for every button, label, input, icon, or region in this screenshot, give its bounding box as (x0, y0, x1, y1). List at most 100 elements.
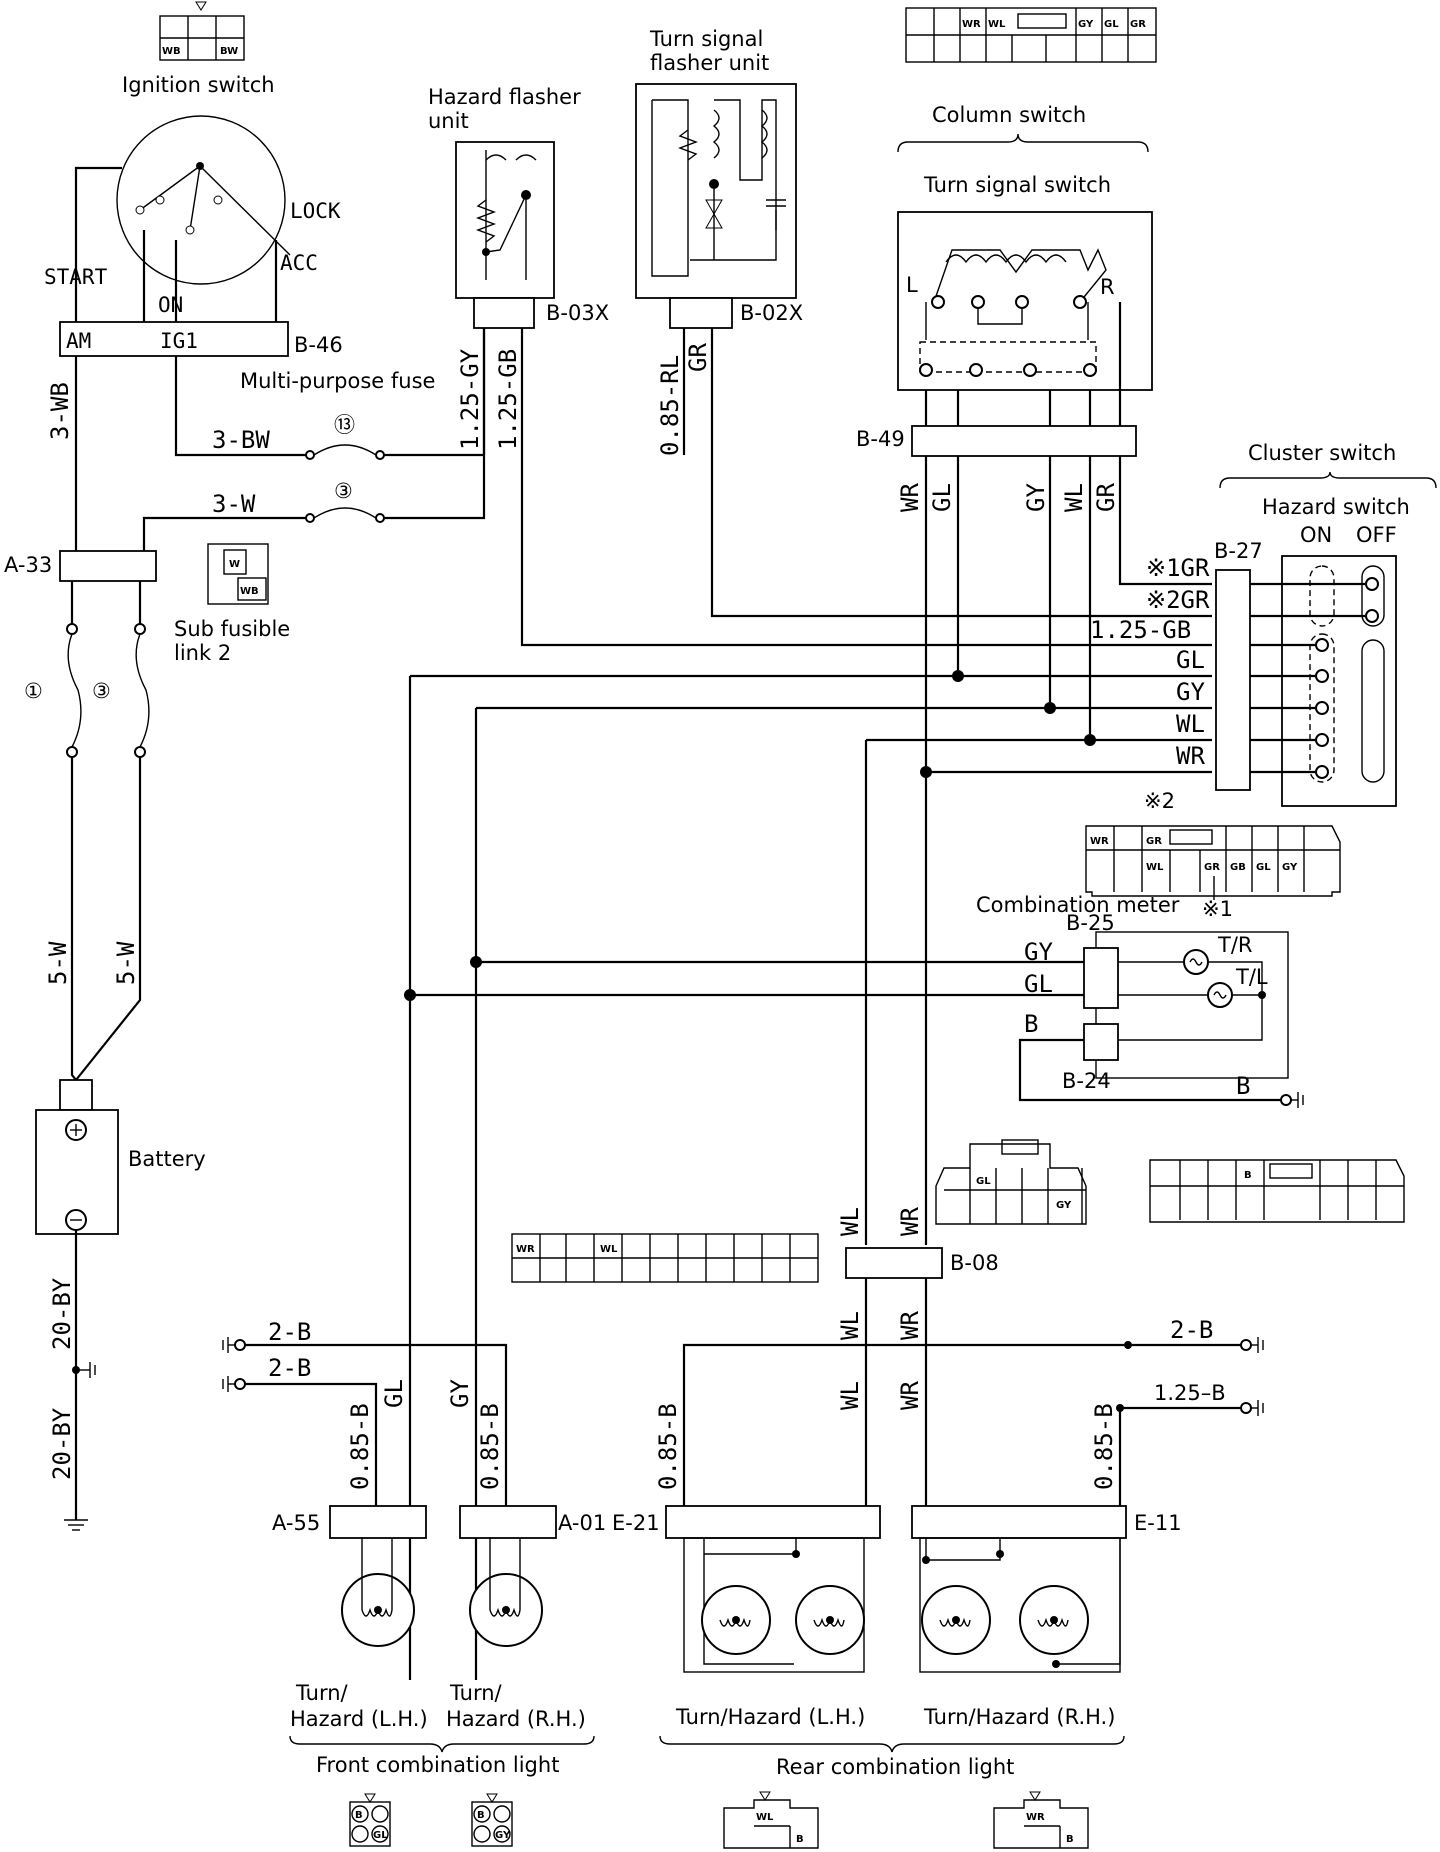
connector-b24 (1083, 1023, 1119, 1061)
ground-icon (222, 1376, 246, 1392)
ignition-connector-b46 (59, 321, 289, 357)
a33-label: A-33 (4, 553, 52, 577)
wire-3bw-label: 3-BW (212, 426, 270, 454)
column-pin-wr: WR (962, 19, 981, 30)
wire-gy-a01-label: GY (446, 1379, 474, 1408)
meter-pin-wl: WL (1146, 862, 1164, 873)
tl-indicator-lamp-icon (1207, 982, 1233, 1008)
wire-gr1-label: ※1GR (1146, 554, 1210, 582)
column-pin-gy: GY (1078, 19, 1094, 30)
wire-b-b24-label: B (1024, 1010, 1038, 1038)
wire-085b-b-label: 0.85-B (476, 1403, 504, 1490)
b08-connector-icon: WR WL (511, 1233, 819, 1283)
ignition-switch-connector-icon: WB BW (159, 1, 245, 61)
front-lh-label-1: Turn/ (295, 1681, 349, 1705)
column-pin-gl: GL (1104, 19, 1119, 30)
b08-pin-wl: WL (600, 1244, 618, 1255)
wire-5w-b-label: 5-W (112, 941, 140, 985)
rear-combination-label: Rear combination light (776, 1755, 1014, 1779)
light-labels: Turn/ Hazard (L.H.) Turn/ Hazard (R.H.) … (289, 1681, 1125, 1779)
wire-gl-h-label: GL (1176, 646, 1205, 674)
turn-flasher-label-1: Turn signal (649, 27, 763, 51)
connector-b02x (669, 297, 733, 329)
b27-label: B-27 (1214, 539, 1263, 563)
rear-rh-pin-b: B (1066, 1834, 1074, 1845)
lock-label: LOCK (290, 199, 341, 223)
fusible-pin-wb: WB (240, 586, 259, 597)
b02x-label: B-02X (740, 301, 803, 325)
wire-gl-a55-label: GL (380, 1379, 408, 1408)
fusible-3-label: ③ (92, 679, 111, 703)
battery-label: Battery (128, 1147, 206, 1171)
ground-icon (1240, 1337, 1264, 1353)
b24-pin-b: B (1244, 1170, 1252, 1181)
meter-pin-wr: WR (1090, 836, 1109, 847)
wire-b-gnd-label: B (1236, 1072, 1250, 1100)
multi-purpose-fuse-label: Multi-purpose fuse (240, 369, 435, 393)
wire-3wb-label: 3-WB (46, 382, 74, 440)
sub-fusible-connector-icon: W WB (207, 543, 269, 605)
hazard-flasher-label-2: unit (428, 109, 469, 133)
connector-e21 (665, 1505, 881, 1539)
tr-indicator-lamp-icon (1183, 949, 1209, 975)
b49-label: B-49 (856, 427, 905, 451)
wire-wl-b08-label: WL (836, 1207, 864, 1236)
column-switch: WR WL GY GL GR Column switch Turn signal… (856, 7, 1157, 512)
wire-gy-h-label: GY (1176, 678, 1205, 706)
rear-rh-label: Turn/Hazard (R.H.) (923, 1705, 1115, 1729)
wire-wl-lo-label: WL (836, 1311, 864, 1340)
front-lh-pin-b: B (355, 1810, 363, 1821)
wire-wr-b08-label: WR (896, 1207, 924, 1236)
front-wiring: 2-B 2-B 0.85-B GL GY 0.85-B (222, 1318, 508, 1506)
b03x-label: B-03X (546, 301, 609, 325)
ground-icon (222, 1337, 246, 1353)
fuse-13-icon (305, 444, 385, 460)
ig1-label: IG1 (160, 329, 198, 353)
ground-icon (64, 1519, 88, 1531)
wire-3w-label: 3-W (212, 490, 256, 518)
front-rh-label-2: Hazard (R.H.) (446, 1707, 586, 1731)
hazard-flasher-label-1: Hazard flasher (428, 85, 581, 109)
wire-gy-b49-label: GY (1022, 483, 1050, 512)
cluster-switch: Cluster switch Hazard switch ON OFF B-27… (1090, 441, 1437, 807)
front-lh-bulb-icon (341, 1538, 415, 1647)
connector-a55 (329, 1505, 427, 1539)
wire-gr-b49-label: GR (1092, 483, 1120, 512)
connector-b27 (1215, 569, 1251, 791)
fuse-3-label: ③ (334, 479, 353, 503)
wire-wr-lo2-label: WR (896, 1381, 924, 1410)
e11-label: E-11 (1134, 1511, 1182, 1535)
wire-gl-b49-label: GL (928, 483, 956, 512)
b24-connector-icon: B (1149, 1159, 1405, 1223)
front-lh-connector-icon: B GL (349, 1793, 391, 1847)
meter-note-1: ※1 (1202, 897, 1233, 921)
ign-pin-wb: WB (162, 46, 181, 57)
front-rh-bulb-icon (469, 1538, 543, 1647)
rear-rh-connector-icon: WR B (993, 1791, 1089, 1849)
wire-20by-a-label: 20-BY (48, 1277, 76, 1350)
fusible-link-3-icon (134, 623, 150, 758)
combination-meter: ※2 WR GR WL GR GB GL GY Combination mete… (410, 789, 1341, 1108)
e21-label: E-21 (612, 1511, 660, 1535)
a01-label: A-01 (558, 1511, 606, 1535)
ignition-switch-label: Ignition switch (122, 73, 275, 97)
connector-b03x (473, 297, 535, 329)
wire-gl-b25-label: GL (1024, 970, 1053, 998)
connector-b25 (1083, 947, 1119, 1009)
power-feed: 3-WB 3-BW ⑬ Multi-purpose fuse 3-W ③ A-3… (4, 320, 486, 1531)
turn-signal-switch-label: Turn signal switch (923, 173, 1111, 197)
turn-flasher-label-2: flasher unit (650, 51, 769, 75)
meter-pin-gr: GR (1204, 862, 1220, 873)
acc-label: ACC (280, 251, 318, 275)
wire-125gb-h-label: 1.25-GB (1090, 616, 1191, 644)
ignition-switch: WB BW Ignition switch LOCK START ON ACC … (44, 1, 343, 357)
wire-wr-lo-label: WR (896, 1311, 924, 1340)
front-lh-pin-gl: GL (373, 1830, 388, 1841)
front-lh-label-2: Hazard (L.H.) (290, 1707, 428, 1731)
front-rh-label-1: Turn/ (449, 1681, 503, 1705)
connector-a01 (459, 1505, 557, 1539)
wire-125b-label: 1.25–B (1154, 1381, 1226, 1405)
ign-pin-bw: BW (220, 46, 238, 57)
meter-pin-gy: GY (1282, 862, 1298, 873)
